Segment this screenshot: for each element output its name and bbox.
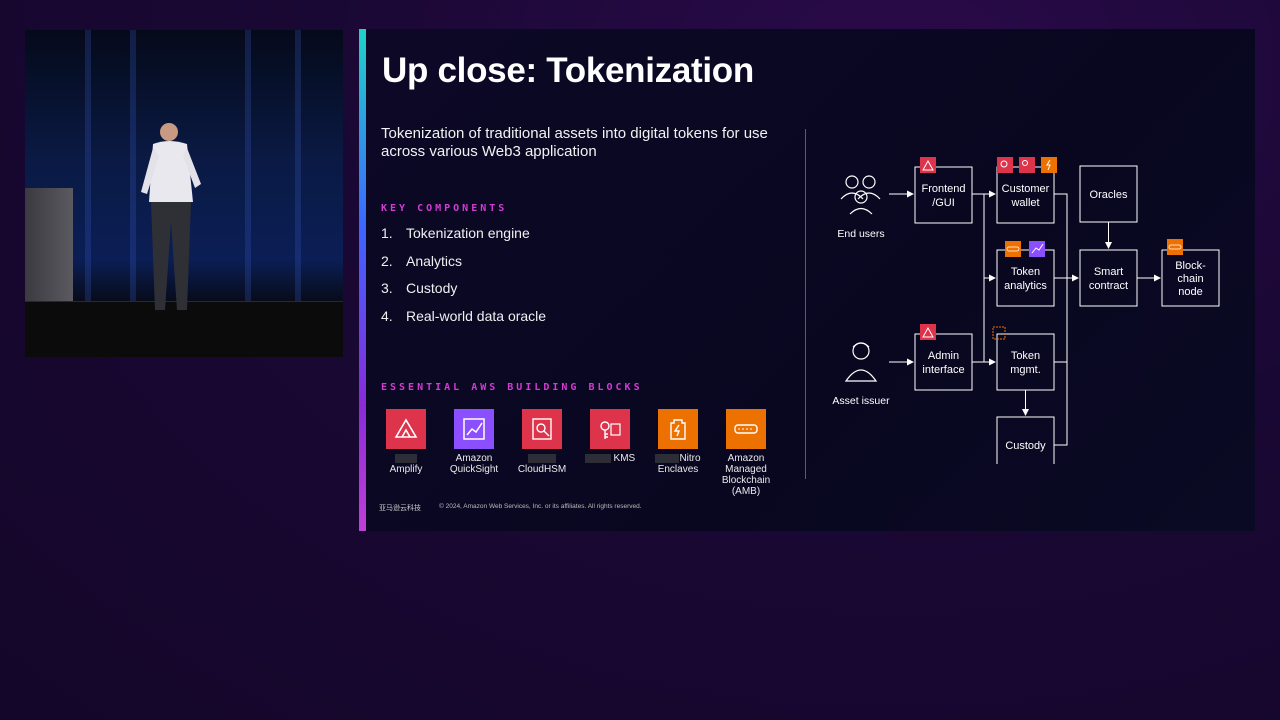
admin-interface-node: Admin interface [914, 333, 973, 391]
svg-text:analytics: analytics [1004, 280, 1047, 292]
customer-wallet-node: Customer wallet [996, 166, 1055, 224]
slide-divider [805, 129, 806, 479]
svg-text:Customer: Customer [1002, 183, 1050, 195]
presenter-video-feed [25, 30, 343, 357]
svg-text:contract: contract [1089, 280, 1128, 292]
blockchain-icon [726, 409, 766, 449]
aws-logo: 亚马逊云科技 [379, 505, 421, 512]
end-users-icon [840, 175, 881, 215]
building-block-kms: KMS [575, 409, 645, 464]
slide-accent-bar [359, 29, 366, 531]
kms-icon [1019, 157, 1035, 173]
slide-title: Up close: Tokenization [382, 51, 754, 90]
chip-icon [992, 326, 1006, 340]
presenter-figure [141, 123, 201, 310]
oracles-node: Oracles [1079, 165, 1138, 223]
nitro-enclaves-icon [658, 409, 698, 449]
custody-node: Custody [996, 416, 1055, 464]
svg-text:interface: interface [922, 364, 964, 376]
blockchain-icon [1005, 241, 1021, 257]
cloudhsm-icon [522, 409, 562, 449]
key-components-list: 1.Tokenization engine 2.Analytics 3.Cust… [381, 225, 546, 335]
token-analytics-node: Token analytics [996, 249, 1055, 307]
svg-text:Token: Token [1011, 350, 1040, 362]
kms-icon [590, 409, 630, 449]
building-block-amplify: Amplify [371, 409, 441, 475]
presentation-slide: Up close: Tokenization Tokenization of t… [359, 29, 1255, 531]
token-mgmt-node: Token mgmt. [996, 333, 1055, 391]
copyright-text: © 2024, Amazon Web Services, Inc. or its… [439, 503, 642, 510]
amplify-icon [920, 157, 936, 173]
svg-text:/GUI: /GUI [932, 197, 955, 209]
building-block-quicksight: Amazon QuickSight [439, 409, 509, 475]
svg-text:Token: Token [1011, 266, 1040, 278]
nitro-enclaves-icon [1041, 157, 1057, 173]
diagram-connectors [889, 190, 1161, 446]
svg-text:Smart: Smart [1094, 266, 1123, 278]
amplify-icon [920, 324, 936, 340]
end-users-label: End users [837, 228, 884, 240]
svg-text:chain: chain [1177, 273, 1203, 285]
amplify-icon [386, 409, 426, 449]
svg-text:wallet: wallet [1010, 197, 1039, 209]
list-item: 1.Tokenization engine [381, 225, 530, 241]
stage-floor [25, 301, 343, 357]
building-block-nitro-enclaves: Nitro Enclaves [643, 409, 713, 475]
building-block-cloudhsm: CloudHSM [507, 409, 577, 475]
asset-issuer-icon [844, 342, 878, 382]
svg-text:Frontend: Frontend [921, 183, 965, 195]
quicksight-icon [1029, 241, 1045, 257]
blockchain-icon [1167, 239, 1183, 255]
list-item: 4.Real-world data oracle [381, 307, 547, 324]
svg-text:node: node [1178, 286, 1202, 298]
building-blocks-label: ESSENTIAL AWS BUILDING BLOCKS [381, 382, 643, 393]
quicksight-icon [454, 409, 494, 449]
building-block-amb: Amazon Managed Blockchain (AMB) [711, 409, 781, 497]
svg-text:mgmt.: mgmt. [1010, 364, 1041, 376]
key-components-label: KEY COMPONENTS [381, 203, 508, 214]
asset-issuer-label: Asset issuer [832, 395, 890, 407]
svg-text:Custody: Custody [1005, 440, 1046, 452]
smart-contract-node: Smart contract [1079, 249, 1138, 307]
cloudhsm-icon [997, 157, 1013, 173]
list-item: 2.Analytics [381, 252, 463, 269]
architecture-diagram: End users Asset issuer Frontend /GUI Cus… [832, 157, 1220, 464]
svg-text:Block-: Block- [1175, 260, 1206, 272]
frontend-gui-node: Frontend /GUI [914, 166, 973, 224]
svg-text:Admin: Admin [928, 350, 959, 362]
slide-subtitle: Tokenization of traditional assets into … [381, 125, 768, 160]
list-item: 3.Custody [381, 280, 458, 296]
svg-text:Oracles: Oracles [1090, 189, 1128, 201]
blockchain-node: Block- chain node [1161, 249, 1220, 307]
